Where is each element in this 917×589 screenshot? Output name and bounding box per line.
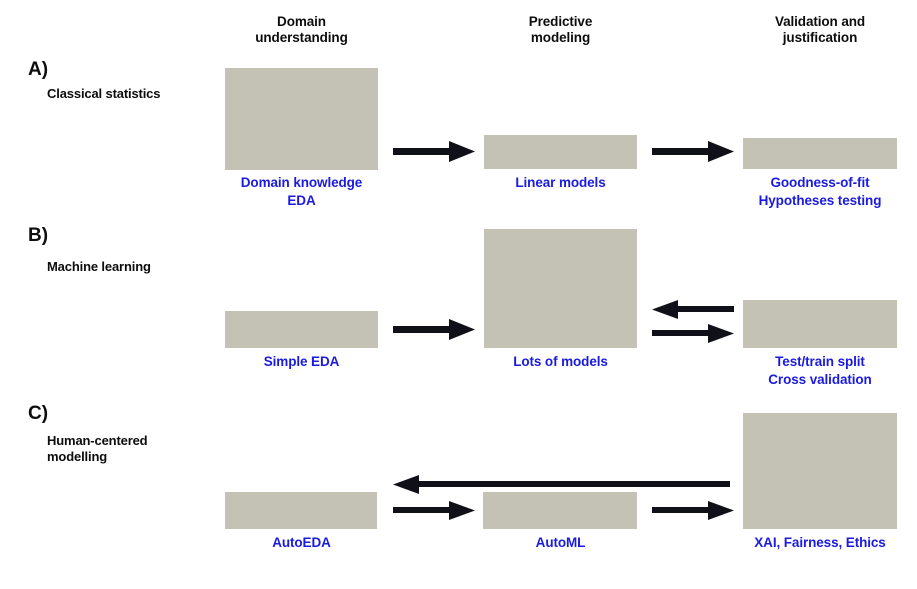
box-linear-models (484, 135, 637, 169)
box-label-line2: EDA (287, 192, 316, 208)
arrow-left-c-feedback (393, 475, 730, 494)
box-domain-knowledge-eda (225, 68, 378, 170)
box-label-line1: AutoML (535, 535, 586, 550)
column-header-line1: Validation and (774, 14, 866, 29)
box-label-domain-knowledge-eda: Domain knowledge EDA (200, 174, 403, 209)
arrow-right-b1 (393, 319, 475, 340)
arrow-right-a2 (652, 141, 734, 162)
arrow-right-a1 (393, 141, 475, 162)
row-title-machine-learning: Machine learning (47, 259, 151, 274)
box-label-line1: AutoEDA (272, 535, 331, 550)
column-header-line2: understanding (255, 30, 348, 45)
row-letter-b: B) (28, 225, 49, 246)
box-label-goodness-of-fit: Goodness-of-fit Hypotheses testing (718, 174, 917, 209)
column-header-validation-justification: Validation and justification (742, 14, 898, 46)
arrow-right-c2 (652, 501, 734, 520)
row-letter-c: C) (28, 403, 49, 424)
box-label-line1: Goodness-of-fit (770, 175, 870, 190)
box-label-line1: Linear models (515, 175, 606, 190)
box-label-simple-eda: Simple EDA (200, 353, 403, 371)
box-label-line2: Hypotheses testing (758, 192, 882, 208)
box-xai-fairness-ethics (743, 413, 897, 529)
column-header-line1: Domain (277, 14, 326, 29)
box-label-xai-fairness-ethics: XAI, Fairness, Ethics (718, 534, 917, 552)
box-label-linear-models: Linear models (459, 174, 662, 192)
box-automl (483, 492, 637, 529)
row-letter-a: A) (28, 59, 49, 80)
box-label-autoeda: AutoEDA (200, 534, 403, 552)
column-header-predictive-modeling: Predictive modeling (484, 14, 637, 46)
box-test-train-split (743, 300, 897, 348)
column-header-domain-understanding: Domain understanding (225, 14, 378, 46)
row-title-classical-statistics: Classical statistics (47, 86, 161, 101)
box-goodness-of-fit (743, 138, 897, 169)
box-autoeda (225, 492, 377, 529)
arrow-left-b2 (652, 300, 734, 319)
box-lots-of-models (484, 229, 637, 348)
box-label-line2: Cross validation (768, 371, 872, 387)
box-label-line1: XAI, Fairness, Ethics (754, 535, 886, 550)
box-label-automl: AutoML (459, 534, 662, 552)
column-header-line1: Predictive (528, 14, 593, 29)
box-label-line1: Domain knowledge (240, 175, 363, 190)
box-simple-eda (225, 311, 378, 348)
box-label-lots-of-models: Lots of models (459, 353, 662, 371)
row-title-line2: modelling (47, 449, 108, 464)
column-header-line2: modeling (530, 30, 591, 45)
column-header-line2: justification (782, 30, 858, 45)
box-label-line1: Simple EDA (263, 354, 340, 369)
arrow-right-b3 (652, 324, 734, 343)
arrow-right-c1 (393, 501, 475, 520)
box-label-line1: Test/train split (775, 354, 865, 369)
box-label-test-train-split: Test/train split Cross validation (718, 353, 917, 388)
row-title-line1: Human-centered (47, 433, 148, 448)
box-label-line1: Lots of models (513, 354, 608, 369)
row-title-human-centered-modelling: Human-centered modelling (47, 433, 227, 465)
